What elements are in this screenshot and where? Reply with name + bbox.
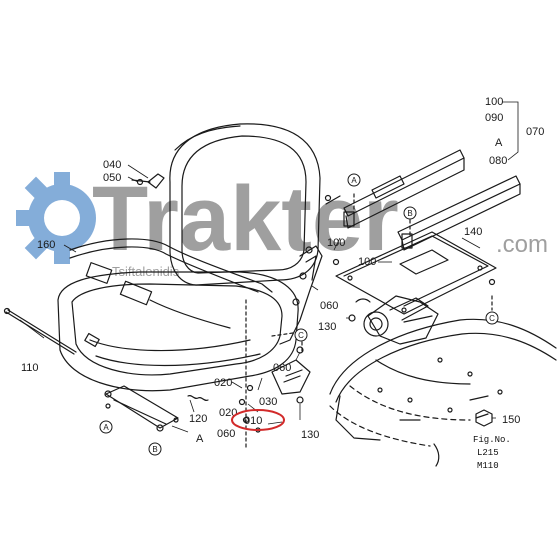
label-070: 070: [526, 126, 544, 138]
label-060-low: 060: [217, 428, 235, 440]
label-050: 050: [103, 172, 121, 184]
callout-b-low-text: B: [152, 445, 157, 454]
label-020-mid: 020: [214, 377, 232, 389]
base-plate: [335, 231, 497, 315]
fig-no-label: Fig.No.: [473, 435, 511, 445]
watermark-suffix: .com: [496, 231, 548, 258]
slide-rail-lower: [105, 385, 179, 429]
nut-150: [475, 409, 493, 427]
callout-b-low: [148, 442, 162, 456]
label-100-top: 100: [485, 96, 503, 108]
fig-code-2: M110: [477, 461, 499, 471]
callout-c-right: [485, 311, 499, 325]
tractor-fender: [329, 318, 557, 395]
adjust-lever: [147, 173, 165, 189]
label-090: 090: [485, 112, 503, 124]
callout-a-low: [99, 420, 113, 434]
watermark-brand: Trakter: [92, 168, 399, 270]
highlight-ellipse: [231, 409, 285, 431]
rod: [5, 311, 75, 355]
fig-code-1: L215: [477, 448, 499, 458]
seat-lower-bracket: [271, 359, 311, 395]
label-100-mid: 100: [327, 237, 345, 249]
label-030: 030: [259, 396, 277, 408]
callout-a-top: [347, 173, 361, 187]
label-040: 040: [103, 159, 121, 171]
label-160: 160: [37, 239, 55, 251]
label-080: 080: [489, 155, 507, 167]
callout-a-top-text: A: [351, 176, 357, 185]
label-110: 110: [21, 362, 39, 374]
watermark: Trakter .com Tsiftalenidis: [16, 168, 548, 279]
label-060-right: 060: [320, 300, 338, 312]
callout-c-mid: [294, 328, 308, 342]
label-100-low: 100: [358, 256, 376, 268]
label-a-low: A: [196, 433, 204, 445]
seat-belt: [69, 238, 273, 293]
label-130-right: 130: [318, 321, 336, 333]
callout-c-right-text: C: [489, 314, 495, 323]
label-a-stack: A: [495, 137, 503, 149]
label-150: 150: [502, 414, 520, 426]
callout-b-top-text: B: [407, 209, 412, 218]
seat-back-inner: [181, 135, 307, 274]
label-140: 140: [464, 226, 482, 238]
label-120: 120: [189, 413, 207, 425]
callout-a-low-text: A: [103, 423, 109, 432]
gear-icon: [16, 172, 96, 264]
label-010: 010: [244, 415, 262, 427]
label-130-low: 130: [301, 429, 319, 441]
side-bracket: [279, 245, 323, 345]
callout-b-top: [403, 206, 417, 220]
label-020-low: 020: [219, 407, 237, 419]
label-060-mid: 060: [273, 362, 291, 374]
seat-cushion-top: [71, 283, 283, 376]
callout-c-mid-text: C: [298, 331, 304, 340]
